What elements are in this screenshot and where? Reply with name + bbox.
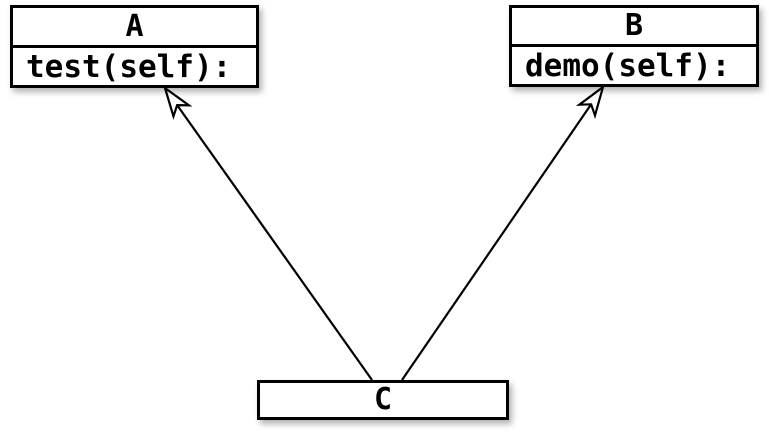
class-a-name: A — [13, 8, 256, 48]
edge-line-c-to-a — [164, 87, 373, 381]
class-node-c: C — [257, 380, 509, 420]
inheritance-edge-c-to-b — [401, 84, 605, 381]
inheritance-edge-c-to-a — [163, 85, 373, 381]
class-c-name: C — [373, 383, 393, 417]
class-node-b: B demo(self): — [509, 5, 759, 87]
class-b-name: B — [512, 8, 756, 47]
edge-line-c-to-b — [401, 86, 604, 381]
class-b-method: demo(self): — [525, 48, 731, 84]
class-node-a: A test(self): — [10, 5, 259, 88]
class-a-method: test(self): — [26, 49, 232, 85]
